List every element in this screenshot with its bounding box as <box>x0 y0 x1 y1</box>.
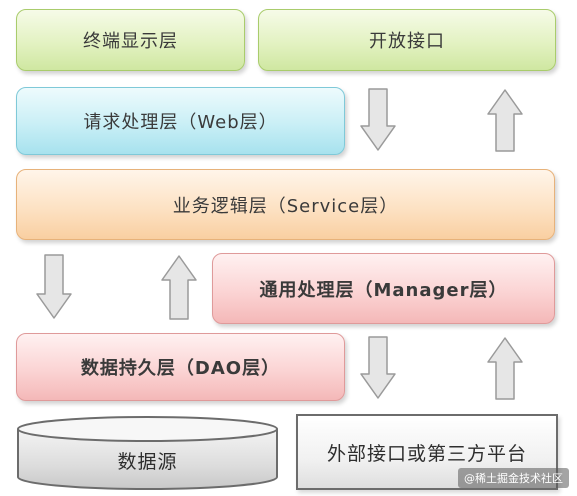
data-source-label: 数据源 <box>117 450 178 473</box>
arrow-down-icon <box>360 88 396 151</box>
external-interface-label: 外部接口或第三方平台 <box>326 442 527 465</box>
service-layer: 业务逻辑层（Service层） <box>16 169 555 240</box>
open-interface-layer: 开放接口 <box>258 9 556 71</box>
service-layer-label: 业务逻辑层（Service层） <box>172 195 399 217</box>
web-layer-label: 请求处理层（Web层） <box>83 112 278 133</box>
manager-layer: 通用处理层（Manager层） <box>212 253 555 324</box>
terminal-display-label: 终端显示层 <box>83 31 178 52</box>
web-layer: 请求处理层（Web层） <box>16 87 345 155</box>
terminal-display-layer: 终端显示层 <box>16 9 245 71</box>
arrow-down-icon <box>360 336 396 399</box>
watermark: @稀土掘金技术社区 <box>458 468 569 488</box>
dao-layer: 数据持久层（DAO层） <box>16 333 345 401</box>
open-interface-label: 开放接口 <box>369 31 445 52</box>
manager-layer-label: 通用处理层（Manager层） <box>259 279 508 301</box>
arrow-up-icon <box>487 89 523 152</box>
database-cylinder-icon <box>17 416 278 490</box>
arrow-up-icon <box>161 255 197 320</box>
dao-layer-label: 数据持久层（DAO层） <box>80 358 281 379</box>
arrow-up-icon <box>487 337 523 400</box>
arrow-down-icon <box>36 254 72 319</box>
